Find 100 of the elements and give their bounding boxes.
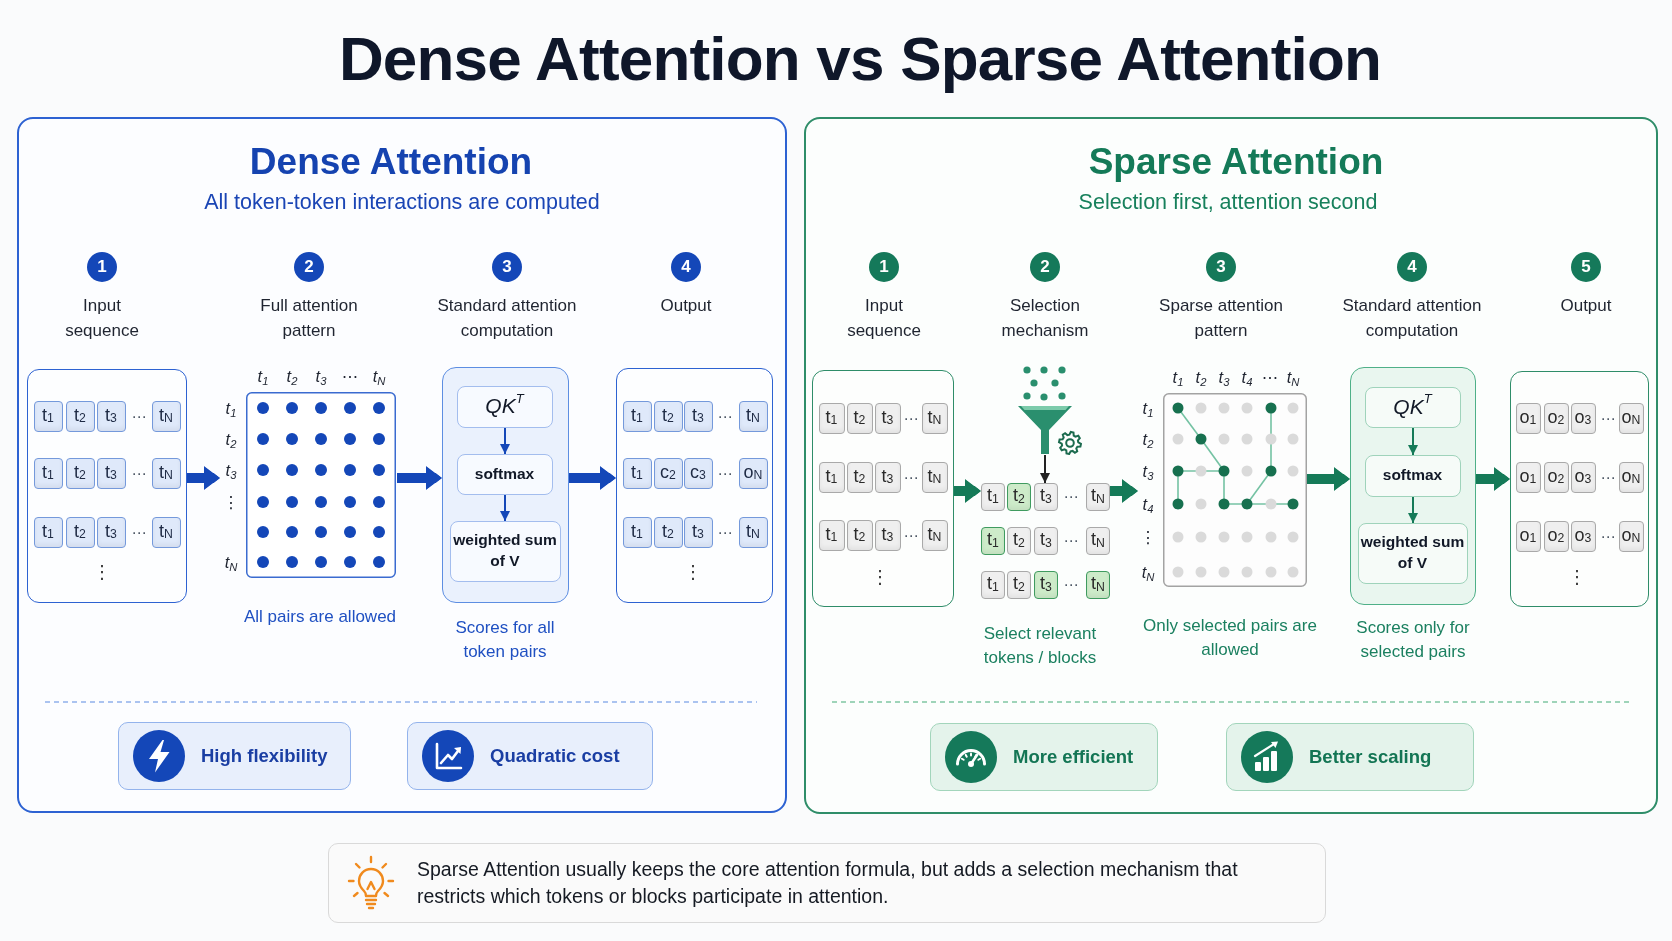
token-label: ⋮ — [222, 492, 240, 512]
vertical-ellipsis: ⋮ — [93, 563, 111, 583]
arrow — [1408, 496, 1418, 524]
arrow — [187, 466, 220, 490]
token-chip: t$_{3}$ — [683, 401, 713, 432]
token-chip: o$_{3}$ — [1570, 462, 1596, 493]
arrow — [954, 479, 981, 503]
token-chip: t$_{N}$ — [151, 401, 181, 432]
token-chip: t$_{N}$ — [921, 462, 948, 493]
token-chip: t$_{N}$ — [1086, 527, 1110, 555]
token-chip: t$_{1}$ — [818, 403, 845, 434]
operation-box: QK$^{T}$ — [1364, 386, 1461, 428]
stage-description: Scores only for selected pairs — [1355, 617, 1471, 663]
token-label: t$_{N}$ — [1286, 367, 1300, 387]
ellipsis: ⋯ — [903, 469, 919, 487]
token-label: t$_{3}$ — [1218, 367, 1230, 387]
token-chip: t$_{1}$ — [622, 458, 652, 489]
token-chip: t$_{3}$ — [1034, 483, 1058, 511]
token-label: t$_{2}$ — [1195, 367, 1207, 387]
panel-subtitle: All token-token interactions are computed — [204, 189, 600, 215]
token-chip: o$_{1}$ — [1515, 403, 1541, 434]
ellipsis: ⋯ — [903, 410, 919, 428]
step-number: 1 — [87, 252, 117, 282]
diagram-title: Dense Attention vs Sparse Attention — [338, 22, 1382, 94]
token-chip: t$_{2}$ — [846, 462, 873, 493]
token-label: t$_{1}$ — [257, 366, 269, 386]
token-sequence-card — [1510, 371, 1649, 607]
token-chip: t$_{2}$ — [1007, 527, 1031, 555]
token-chip: t$_{2}$ — [65, 517, 95, 548]
token-label: ⋯ — [341, 366, 359, 386]
token-label: t$_{2}$ — [286, 366, 298, 386]
arrow — [1307, 467, 1350, 491]
step-number: 5 — [1571, 252, 1601, 282]
token-chip: t$_{3}$ — [683, 517, 713, 548]
step-label: Output — [659, 295, 713, 317]
token-chip: c$_{2}$ — [653, 458, 683, 489]
token-chip: o$_{3}$ — [1570, 521, 1596, 552]
token-chip: t$_{1}$ — [622, 401, 652, 432]
token-chip: t$_{1}$ — [981, 527, 1005, 555]
operation-box: weighted sum of V — [449, 520, 561, 582]
comparison-panel — [17, 117, 787, 813]
step-label: Sparse attention pattern — [1158, 295, 1284, 342]
token-label: t$_{3}$ — [1142, 461, 1154, 481]
panel-title: Sparse Attention — [1088, 141, 1384, 183]
token-chip: t$_{2}$ — [65, 401, 95, 432]
token-chip: t$_{1}$ — [33, 401, 63, 432]
comparison-panel — [804, 117, 1658, 814]
ellipsis: ⋯ — [903, 527, 919, 545]
ellipsis: ⋯ — [1600, 410, 1616, 428]
token-chip: t$_{1}$ — [33, 458, 63, 489]
token-chip: o$_{1}$ — [1515, 521, 1541, 552]
feature-label: More efficient — [1013, 746, 1134, 768]
step-label: Standard attention computation — [436, 295, 578, 342]
step-label: Full attention pattern — [259, 295, 359, 342]
token-label: t$_{4}$ — [1142, 494, 1154, 514]
token-chip: o$_{N}$ — [1618, 403, 1644, 434]
ellipsis: ⋯ — [1600, 528, 1616, 546]
token-chip: t$_{3}$ — [874, 520, 901, 551]
step-number: 2 — [1030, 252, 1060, 282]
ellipsis: ⋯ — [131, 408, 147, 426]
arrow — [1040, 454, 1050, 484]
computation-card — [442, 367, 569, 603]
ellipsis: ⋯ — [1600, 469, 1616, 487]
token-chip: t$_{2}$ — [653, 517, 683, 548]
step-label: Standard attention computation — [1341, 295, 1483, 342]
token-chip: t$_{1}$ — [33, 517, 63, 548]
token-chip: t$_{3}$ — [1034, 527, 1058, 555]
token-chip: t$_{1}$ — [981, 571, 1005, 599]
token-chip: t$_{2}$ — [1007, 571, 1031, 599]
operation-box: weighted sum of V — [1357, 522, 1468, 584]
note-box — [328, 843, 1326, 923]
step-number: 4 — [1397, 252, 1427, 282]
panel-title: Dense Attention — [249, 141, 533, 183]
operation-box: softmax — [1364, 454, 1461, 497]
arrow — [397, 466, 442, 490]
step-label: Output — [1559, 295, 1613, 317]
stage-description: Select relevant tokens / blocks — [982, 623, 1098, 669]
arrow — [500, 494, 510, 522]
ellipsis: ⋯ — [717, 524, 733, 542]
feature-label: Quadratic cost — [490, 745, 620, 767]
token-chip: c$_{3}$ — [683, 458, 713, 489]
vertical-ellipsis: ⋮ — [1568, 568, 1586, 588]
token-chip: o$_{2}$ — [1543, 462, 1569, 493]
ellipsis: ⋯ — [131, 524, 147, 542]
step-number: 3 — [1206, 252, 1236, 282]
feature-badge — [407, 722, 653, 790]
token-chip: t$_{2}$ — [846, 520, 873, 551]
token-label: ⋯ — [1261, 367, 1279, 387]
token-sequence-card — [616, 368, 773, 603]
token-label: t$_{4}$ — [1241, 367, 1253, 387]
token-label: t$_{2}$ — [225, 429, 237, 449]
token-chip: t$_{N}$ — [1086, 483, 1110, 511]
token-label: t$_{1}$ — [1142, 398, 1154, 418]
vertical-ellipsis: ⋮ — [871, 568, 889, 588]
token-chip: t$_{3}$ — [96, 458, 126, 489]
token-chip: t$_{2}$ — [1007, 483, 1031, 511]
token-chip: t$_{N}$ — [151, 517, 181, 548]
step-label: Input sequence — [64, 295, 140, 342]
stage-description: All pairs are allowed — [242, 606, 398, 628]
panel-subtitle: Selection first, attention second — [1078, 189, 1378, 215]
